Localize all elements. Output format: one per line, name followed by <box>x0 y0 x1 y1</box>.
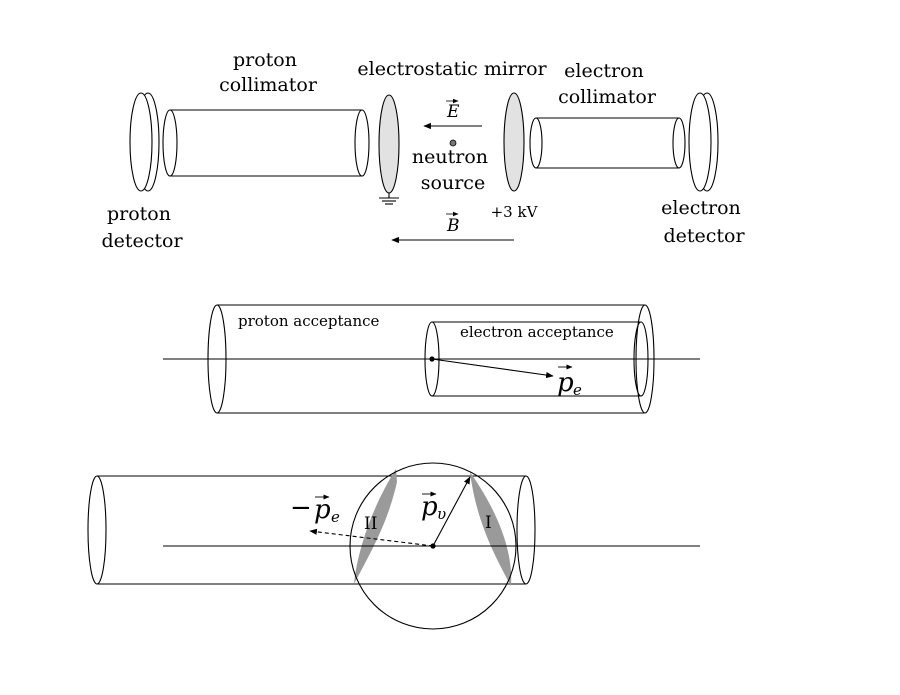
e-field-arrow: E <box>423 98 482 130</box>
neg-pe-vector-label: − p e <box>290 493 340 526</box>
electrostatic-mirror-label: electrostatic mirror <box>357 58 547 80</box>
proton-collimator-label: proton collimator <box>219 49 318 96</box>
region-1-label: I <box>485 513 492 533</box>
svg-text:υ: υ <box>437 505 446 523</box>
bottom-acceptance-cylinder <box>87 475 536 585</box>
svg-text:e: e <box>573 381 582 399</box>
proton-collimator-cylinder <box>162 109 370 177</box>
b-field-arrow: B <box>391 211 514 244</box>
electron-detector-disk <box>688 92 719 192</box>
proton-detector-label: proton detector <box>101 203 183 252</box>
b-field-label: B <box>446 216 460 236</box>
pe-arrow <box>431 358 554 379</box>
momentum-panel: − p e p υ II I <box>87 462 700 630</box>
electron-collimator-cylinder <box>529 117 686 169</box>
voltage-label: +3 kV <box>491 203 539 221</box>
neutron-source-label: neutron source <box>412 146 494 194</box>
e-field-label: E <box>446 102 460 122</box>
svg-text:−: − <box>290 493 312 523</box>
grounded-mirror-plate <box>378 94 400 205</box>
pv-arrow <box>432 476 471 547</box>
region-2-label: II <box>364 514 377 534</box>
high-voltage-plate <box>503 92 525 192</box>
electron-acceptance-label: electron acceptance <box>460 323 614 341</box>
proton-acceptance-label: proton acceptance <box>238 312 380 330</box>
pv-vector-label: p υ <box>421 491 446 523</box>
svg-text:p: p <box>421 492 438 522</box>
proton-detector-disk <box>129 92 160 192</box>
region-1-shaded <box>470 472 512 586</box>
acceptance-panel: proton acceptance electron acceptance p … <box>163 304 700 414</box>
pe-vector-label: p e <box>557 364 582 399</box>
svg-text:e: e <box>331 508 340 526</box>
svg-text:p: p <box>557 368 574 398</box>
neutron-source-dot <box>449 139 457 147</box>
apparatus-panel: E B proton collimator electrostatic mirr… <box>101 49 747 252</box>
region-2-shaded <box>354 469 397 584</box>
svg-text:p: p <box>314 495 331 525</box>
electron-detector-label: electron detector <box>661 197 747 247</box>
electron-collimator-label: electron collimator <box>558 60 657 108</box>
